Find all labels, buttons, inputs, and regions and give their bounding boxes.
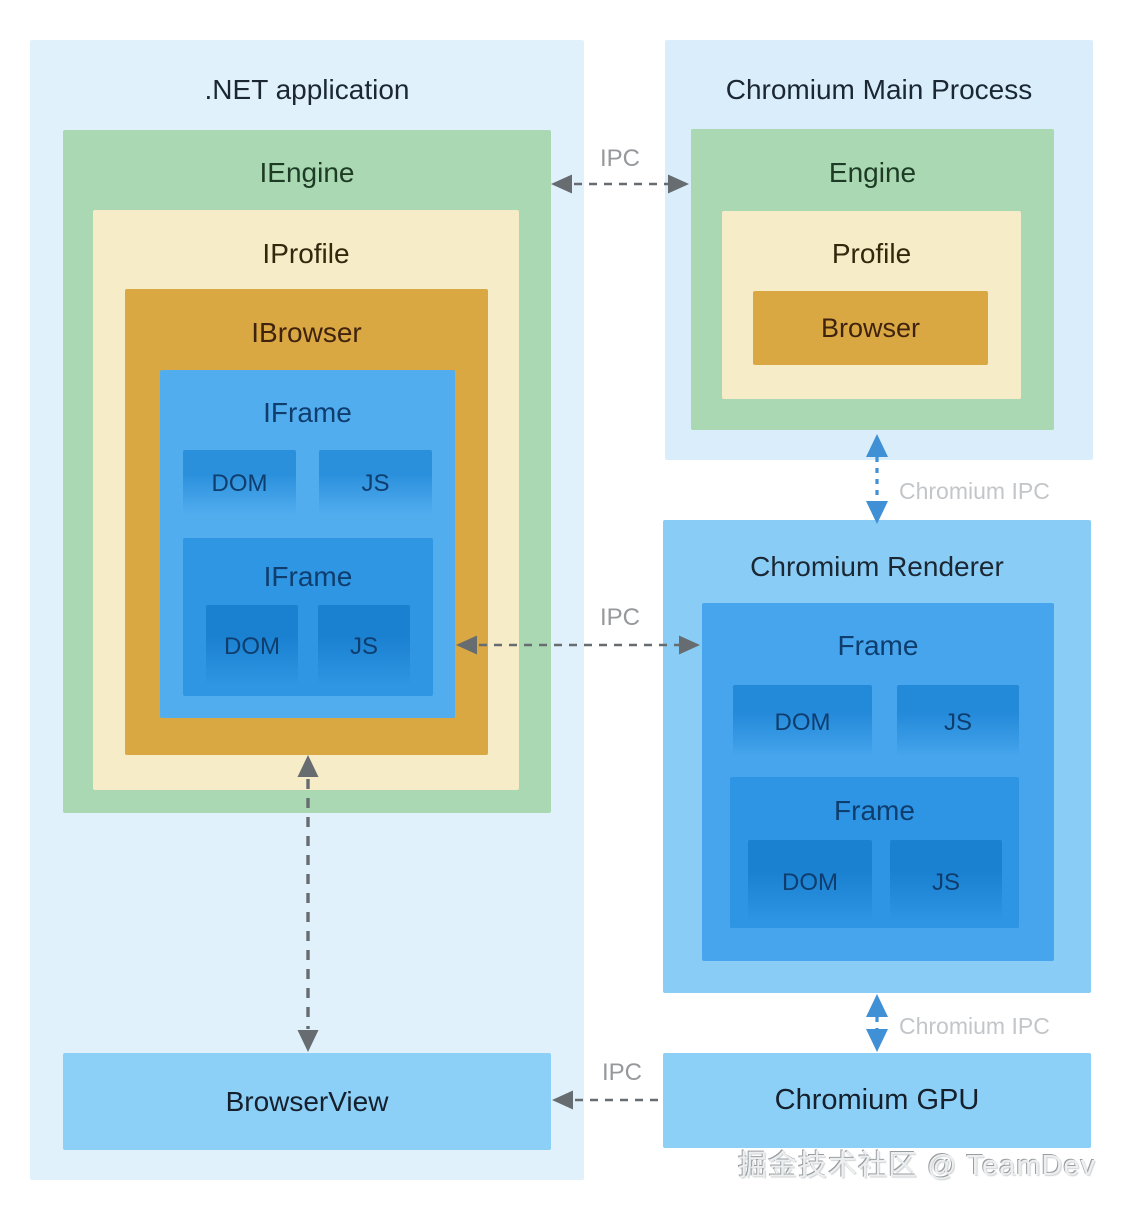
chromium-ipc-arrow-bottom bbox=[866, 994, 888, 1052]
iframe-inner-dom-chip: DOM bbox=[206, 605, 298, 689]
iframe-outer-label: IFrame bbox=[263, 397, 352, 428]
frame-outer-label: Frame bbox=[837, 630, 919, 661]
dom-label: DOM bbox=[782, 868, 838, 896]
dom-label: DOM bbox=[224, 633, 280, 660]
watermark: 掘金技术社区 @ TeamDev bbox=[737, 1150, 1096, 1182]
js-label: JS bbox=[349, 633, 378, 660]
chromium-gpu-label: Chromium GPU bbox=[774, 1084, 980, 1116]
iprofile-label: IProfile bbox=[262, 238, 350, 269]
chromium-gpu-box: Chromium GPU bbox=[663, 1053, 1091, 1148]
dom-label: DOM bbox=[211, 470, 268, 497]
frame-outer-js-chip: JS bbox=[897, 685, 1019, 760]
ipc-label-bottom: IPC bbox=[601, 1059, 642, 1086]
iframe-outer-js-chip: JS bbox=[319, 450, 432, 518]
js-label: JS bbox=[931, 868, 960, 896]
frame-inner-dom-chip: DOM bbox=[748, 840, 872, 925]
frame-inner-js-chip: JS bbox=[890, 840, 1002, 925]
iframe-outer-dom-chip: DOM bbox=[183, 450, 296, 518]
browser-label: Browser bbox=[820, 312, 921, 343]
iframe-inner-js-chip: JS bbox=[318, 605, 410, 689]
browser-box: Browser bbox=[753, 291, 988, 365]
frame-inner-label: Frame bbox=[834, 795, 915, 826]
browserview-label: BrowserView bbox=[225, 1085, 389, 1117]
ipc-label-mid: IPC bbox=[599, 604, 640, 631]
iengine-label: IEngine bbox=[259, 157, 355, 188]
ibrowser-label: IBrowser bbox=[251, 317, 362, 348]
js-label: JS bbox=[943, 708, 972, 736]
frame-outer-dom-chip: DOM bbox=[733, 685, 872, 760]
profile-label: Profile bbox=[831, 238, 912, 269]
browserview-box: BrowserView bbox=[63, 1053, 551, 1150]
chromium-renderer-title: Chromium Renderer bbox=[750, 551, 1004, 582]
chromium-ipc-label-bottom: Chromium IPC bbox=[899, 1013, 1050, 1039]
ipc-label-top: IPC bbox=[599, 145, 640, 172]
dom-label: DOM bbox=[774, 708, 831, 736]
dotnet-application-title: .NET application bbox=[204, 74, 410, 105]
js-label: JS bbox=[361, 470, 390, 497]
engine-label: Engine bbox=[828, 157, 917, 188]
chromium-ipc-label-top: Chromium IPC bbox=[899, 478, 1050, 504]
iframe-inner-label: IFrame bbox=[263, 561, 353, 592]
chromium-main-process-title: Chromium Main Process bbox=[725, 74, 1033, 105]
